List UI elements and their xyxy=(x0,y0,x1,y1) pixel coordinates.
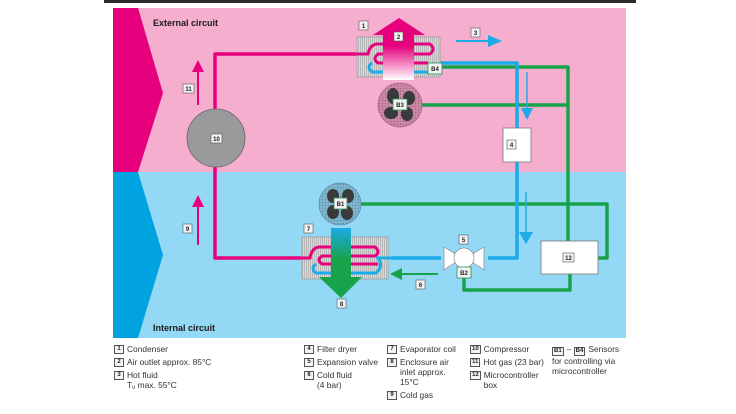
marker-8: 8 xyxy=(336,298,347,309)
external-circuit-label: External circuit xyxy=(153,18,218,28)
marker-4: 4 xyxy=(506,139,517,150)
sensor-lines xyxy=(350,65,609,292)
svg-text:11: 11 xyxy=(185,87,192,93)
marker-7: 7 xyxy=(303,223,314,234)
sensor-b4: B4 xyxy=(427,62,443,75)
svg-text:12: 12 xyxy=(565,256,572,262)
internal-circuit-label: Internal circuit xyxy=(153,323,215,333)
marker-12: 12 xyxy=(562,252,575,263)
hot-fluid-arrow xyxy=(456,35,502,47)
sensor-line-b1 xyxy=(350,202,609,260)
external-region-accent xyxy=(113,8,163,172)
hot-gas-arrow xyxy=(192,60,204,105)
filter-down-arrow xyxy=(519,192,533,244)
hot-fluid-down-arrow xyxy=(521,72,533,120)
svg-text:7: 7 xyxy=(307,227,311,233)
marker-11: 11 xyxy=(182,83,195,94)
internal-region-accent xyxy=(113,172,163,338)
svg-text:3: 3 xyxy=(474,31,478,37)
number-markers: 1 2 3 4 5 6 7 8 9 10 11 12 B1 B2 B3 B4 xyxy=(182,20,575,309)
marker-6: 6 xyxy=(415,279,426,290)
svg-text:B3: B3 xyxy=(396,103,404,109)
sensor-b2: B2 xyxy=(456,266,472,279)
marker-5: 5 xyxy=(458,234,469,245)
air-outlet-arrow xyxy=(373,18,425,80)
sensor-b1: B1 xyxy=(333,197,348,210)
marker-1: 1 xyxy=(358,20,369,31)
cold-fluid-arrow xyxy=(390,268,438,280)
svg-text:B2: B2 xyxy=(460,271,468,277)
svg-text:8: 8 xyxy=(340,302,344,308)
expansion-valve xyxy=(443,246,485,271)
marker-10: 10 xyxy=(210,133,223,144)
svg-text:6: 6 xyxy=(419,283,423,289)
svg-text:1: 1 xyxy=(362,24,366,30)
sensor-line-b2 xyxy=(462,274,572,292)
svg-text:4: 4 xyxy=(510,143,514,149)
svg-text:9: 9 xyxy=(186,227,190,233)
cold-gas-arrow xyxy=(192,195,204,245)
svg-text:2: 2 xyxy=(397,35,401,41)
top-border-bar xyxy=(104,0,636,3)
flow-arrows xyxy=(192,35,533,280)
cold-pipe xyxy=(392,61,519,260)
sensor-b3: B3 xyxy=(392,98,408,111)
hot-pipe xyxy=(213,52,357,260)
enclosure-air-inlet-arrow xyxy=(319,228,362,298)
svg-text:5: 5 xyxy=(462,238,466,244)
svg-text:B1: B1 xyxy=(337,202,345,208)
marker-9: 9 xyxy=(182,223,193,234)
sensor-line-b4 xyxy=(440,65,570,241)
marker-3: 3 xyxy=(470,27,481,38)
svg-text:10: 10 xyxy=(213,137,220,143)
marker-2: 2 xyxy=(393,31,404,42)
svg-text:B4: B4 xyxy=(431,67,439,73)
